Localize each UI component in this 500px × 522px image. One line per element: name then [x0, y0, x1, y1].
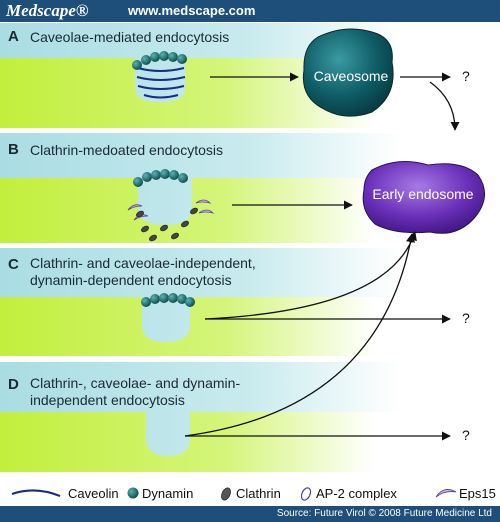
caveosome-label: Caveosome — [313, 68, 389, 84]
panel-b-dynamin-ring — [133, 169, 188, 187]
unknown-destination-d: ? — [462, 427, 470, 443]
early-endosome-organelle — [362, 160, 485, 234]
panel-d-title-line2: independent endocytosis — [30, 392, 185, 408]
arrow-caveosome-to-endosome — [429, 81, 460, 131]
panel-c-background — [0, 248, 500, 356]
legend-caveolin-label: Caveolin — [68, 486, 119, 501]
dynamin-icon — [127, 487, 139, 499]
panel-c-dynamin-ring — [141, 293, 195, 307]
ap2-complex-icon — [300, 487, 312, 501]
legend-clathrin-label: Clathrin — [236, 486, 281, 501]
panel-d-letter: D — [8, 376, 19, 393]
legend-background — [0, 478, 500, 506]
panel-a-letter: A — [8, 28, 19, 45]
panel-a-caveolin-coat — [136, 67, 186, 99]
caveolin-icon — [11, 489, 61, 498]
eps15-icon — [435, 489, 457, 498]
panel-a-dynamin-ring — [132, 51, 187, 70]
panel-a-title: Caveolae-mediated endocytosis — [30, 29, 230, 45]
panel-b-letter: B — [8, 141, 19, 158]
panel-b-title: Clathrin-medoated endocytosis — [30, 142, 223, 158]
source-credit: Source: Future Virol © 2008 Future Medic… — [276, 508, 492, 519]
arrow-d-to-endosome — [184, 233, 416, 437]
panel-c-title-line1: Clathrin- and caveolae-independent, — [30, 255, 256, 271]
clathrin-icon — [221, 487, 231, 501]
unknown-destination-a: ? — [462, 68, 470, 84]
panel-c-letter: C — [8, 256, 19, 273]
panel-b-clathrin-coat — [136, 207, 198, 242]
panel-d-title-line1: Clathrin-, caveolae- and dynamin- — [30, 375, 241, 391]
arrow-c-to-endosome — [204, 231, 417, 320]
header-bar — [0, 0, 500, 22]
site-url[interactable]: www.medscape.com — [128, 3, 256, 18]
legend-eps15-label: Eps15 — [459, 486, 496, 501]
early-endosome-label: Early endosome — [372, 186, 474, 202]
caveosome-organelle — [302, 28, 394, 117]
brand-logo[interactable]: Medscape® — [6, 1, 89, 20]
legend-dynamin-label: Dynamin — [142, 486, 194, 501]
source-bar — [0, 506, 500, 522]
unknown-destination-c: ? — [462, 310, 470, 326]
panel-d-background — [0, 362, 500, 472]
legend-ap2-label: AP-2 complex — [316, 486, 397, 501]
panel-c-title-line2: dynamin-dependent endocytosis — [30, 272, 232, 288]
